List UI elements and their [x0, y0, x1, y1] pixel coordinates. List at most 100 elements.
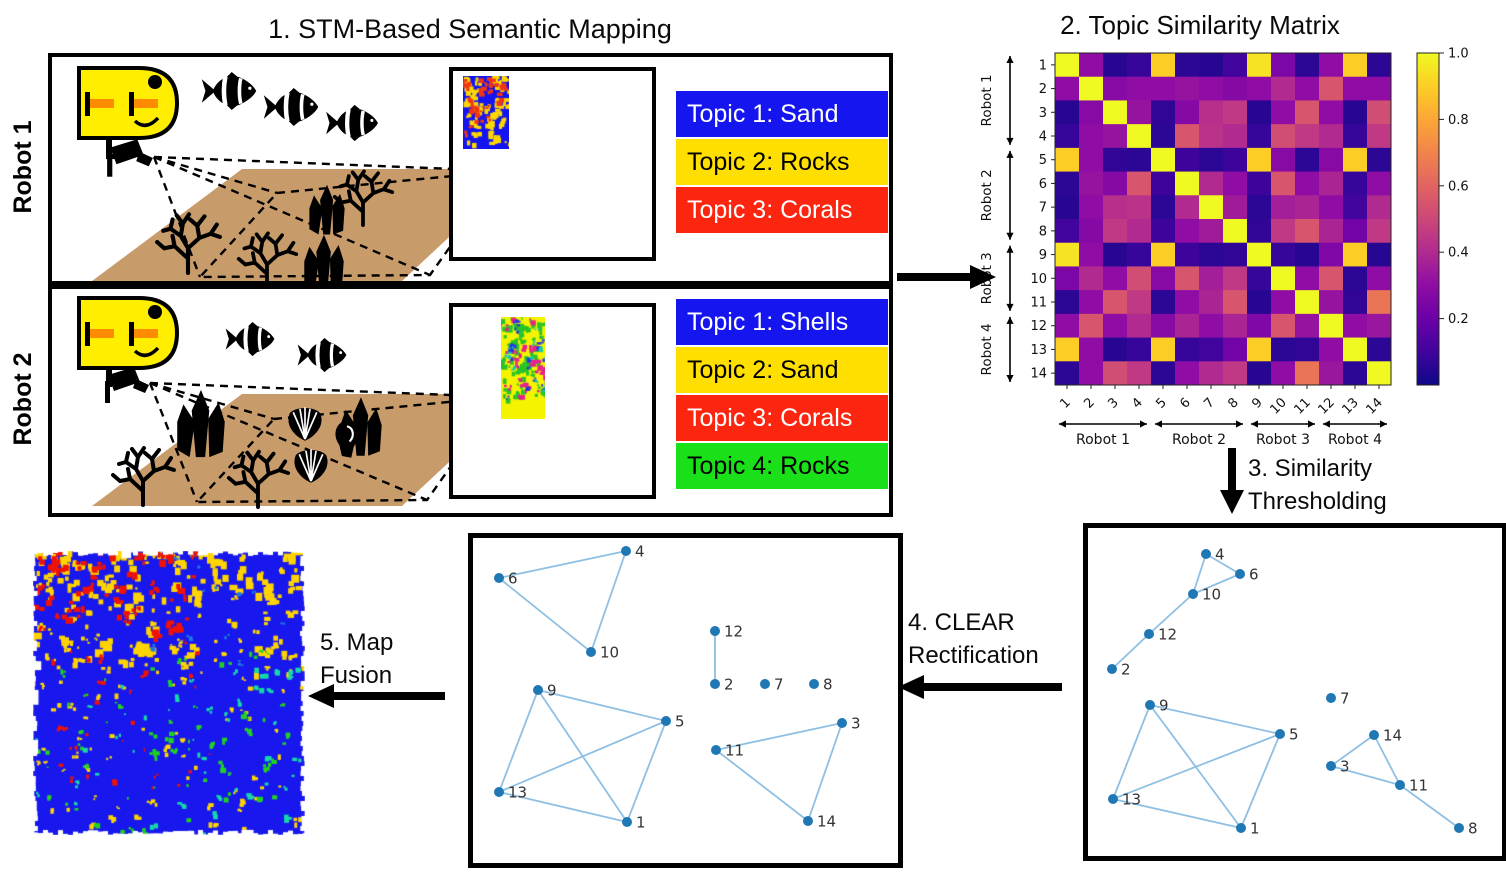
heatmap-cell	[1319, 100, 1344, 125]
graph-node-label: 14	[1383, 727, 1402, 745]
heatmap-cell	[1055, 219, 1080, 244]
clownfish-icon	[226, 322, 275, 356]
heatmap-cell	[1103, 313, 1128, 338]
heatmap-cell	[1295, 147, 1320, 172]
matrix-col-label: 6	[1177, 395, 1193, 411]
heatmap-cell	[1127, 242, 1152, 267]
heatmap-cell	[1271, 53, 1296, 78]
heatmap-cell	[1103, 290, 1128, 315]
heatmap-cell	[1175, 266, 1200, 291]
clownfish-icon	[298, 338, 347, 372]
heatmap-cell	[1199, 76, 1224, 101]
graph-node-label: 7	[774, 676, 784, 694]
heatmap-cell	[1055, 313, 1080, 338]
heatmap-cell	[1271, 147, 1296, 172]
graph-node	[1326, 761, 1336, 771]
heatmap-cell	[1151, 219, 1176, 244]
heatmap-cell	[1271, 100, 1296, 125]
colorbar	[1416, 52, 1440, 386]
matrix-col-label: 5	[1153, 395, 1169, 411]
heatmap-cell	[1343, 147, 1368, 172]
heatmap-cell	[1247, 100, 1272, 125]
heatmap-cell	[1367, 147, 1392, 172]
graph-edge	[1330, 765, 1401, 786]
graph-node	[586, 647, 596, 657]
heatmap-cell	[1319, 361, 1344, 386]
heatmap-cell	[1319, 147, 1344, 172]
heatmap-cell	[1175, 195, 1200, 220]
heatmap-cell	[1319, 76, 1344, 101]
matrix-row-group-label: Robot 2	[979, 169, 995, 221]
heatmap-cell	[1199, 242, 1224, 267]
heatmap-cell	[1199, 361, 1224, 386]
robot2-label: Robot 2	[9, 352, 37, 446]
clownfish-icon	[264, 88, 318, 126]
heatmap-cell	[1055, 53, 1080, 78]
camera-frustum-lines	[152, 155, 507, 279]
graph-edge	[1192, 573, 1241, 595]
heatmap-cell	[1295, 76, 1320, 101]
robot1-semantic-map-patch	[463, 76, 509, 149]
heatmap-cell	[1055, 361, 1080, 386]
heatmap-cell	[1319, 195, 1344, 220]
graph-node	[760, 679, 770, 689]
heatmap-cell	[1199, 337, 1224, 362]
heatmap-cell	[1343, 53, 1368, 78]
heatmap-cell	[1247, 171, 1272, 196]
graph-node	[1236, 823, 1246, 833]
matrix-row-label: 11	[1030, 296, 1047, 311]
heatmap-cell	[1175, 53, 1200, 78]
heatmap-cell	[1079, 76, 1104, 101]
graph-edge	[807, 722, 843, 822]
step1-title: 1. STM-Based Semantic Mapping	[268, 14, 672, 44]
heatmap-cell	[1319, 171, 1344, 196]
heatmap-cell	[1151, 242, 1176, 267]
matrix-col-label: 3	[1105, 395, 1121, 411]
heatmap-cell	[1247, 242, 1272, 267]
heatmap-cell	[1103, 76, 1128, 101]
graph-node-label: 10	[1202, 586, 1221, 604]
heatmap-cell	[1247, 290, 1272, 315]
heatmap-cell	[1151, 53, 1176, 78]
graph-node-label: 6	[508, 570, 518, 588]
col-group-arrow	[1155, 420, 1243, 428]
graph-edge	[537, 689, 667, 722]
heatmap-cell	[1079, 147, 1104, 172]
graph-node-label: 12	[724, 623, 743, 641]
graph-edge	[498, 791, 628, 823]
heatmap-cell	[1079, 337, 1104, 362]
graph-node-label: 12	[1158, 626, 1177, 644]
heatmap-cell	[1295, 313, 1320, 338]
heatmap-cell	[1271, 171, 1296, 196]
matrix-col-label: 8	[1225, 395, 1241, 411]
arrow-step3-to-step4	[898, 675, 1062, 699]
heatmap-cell	[1367, 124, 1392, 149]
graph-edge	[498, 550, 627, 579]
seafloor-plane	[92, 169, 522, 281]
matrix-row-label: 2	[1039, 82, 1047, 97]
graph-node	[803, 816, 813, 826]
topic-legend-item: Topic 2: Rocks	[676, 139, 888, 185]
heatmap-cell	[1367, 76, 1392, 101]
heatmap-cell	[1127, 290, 1152, 315]
heatmap-cell	[1247, 313, 1272, 338]
heatmap-cell	[1295, 171, 1320, 196]
graph-edge	[498, 689, 539, 793]
graph-node-label: 10	[600, 644, 619, 662]
heatmap-cell	[1271, 219, 1296, 244]
graph-node	[1235, 569, 1245, 579]
heatmap-cell	[1319, 290, 1344, 315]
matrix-row-label: 1	[1039, 58, 1047, 73]
matrix-col-label: 1	[1057, 395, 1073, 411]
matrix-col-label: 2	[1081, 395, 1097, 411]
heatmap-cell	[1103, 124, 1128, 149]
heatmap-cell	[1223, 100, 1248, 125]
topic-legend-item: Topic 2: Sand	[676, 347, 888, 393]
heatmap-cell	[1295, 53, 1320, 78]
heatmap-cell	[1367, 242, 1392, 267]
heatmap-cell	[1367, 195, 1392, 220]
heatmap-cell	[1151, 171, 1176, 196]
heatmap-cell	[1151, 195, 1176, 220]
heatmap-cell	[1079, 290, 1104, 315]
